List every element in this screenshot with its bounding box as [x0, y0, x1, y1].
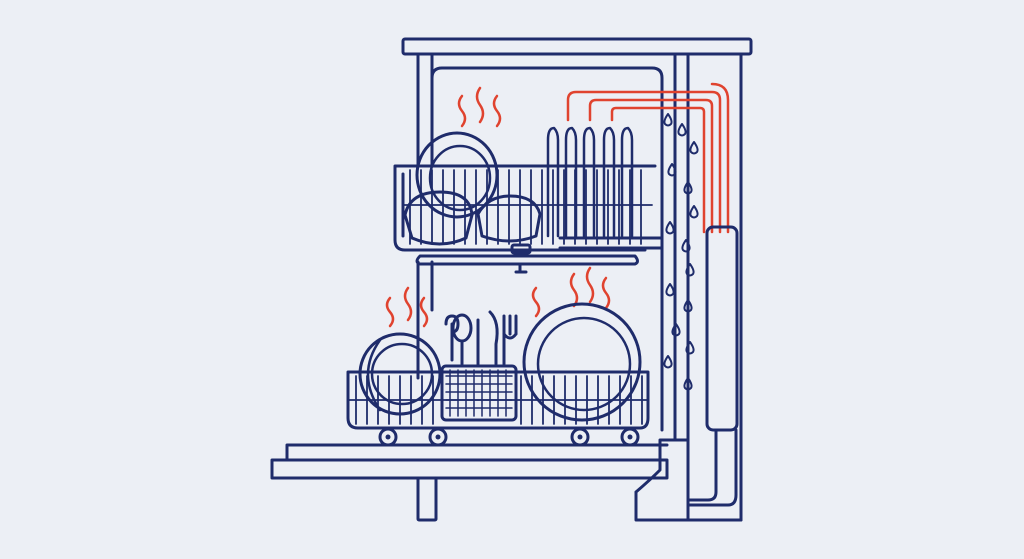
heater-element: [705, 225, 739, 432]
steam-wisp: [492, 94, 502, 128]
tub-arch: [430, 66, 664, 432]
water-droplet-icon: [689, 141, 699, 155]
wheel-hub: [577, 434, 583, 440]
water-droplet-icon: [681, 239, 691, 253]
rack-wheels: [378, 427, 640, 447]
water-droplet-icon: [677, 123, 687, 137]
steam-wisp: [585, 266, 595, 304]
water-droplet-icon: [667, 163, 677, 177]
water-droplet-icon: [683, 181, 693, 195]
steam-icon: [385, 266, 611, 328]
water-droplet-icon: [683, 377, 693, 391]
steam-wisp: [601, 276, 611, 310]
plate-icon: [620, 126, 634, 238]
water-droplet-icon: [665, 221, 675, 235]
door-hinge: [416, 476, 438, 522]
steam-wisp: [569, 272, 579, 308]
rack-rail: [558, 236, 664, 250]
lower-rack-icon: [346, 302, 650, 447]
spray-arm-icon: [415, 243, 639, 274]
cabinet-top: [401, 37, 753, 56]
water-droplet-icon: [685, 341, 695, 355]
plate-icon: [415, 131, 499, 219]
water-droplet-icon: [671, 323, 681, 337]
steam-wisp: [385, 296, 395, 328]
plate-icon: [546, 126, 560, 238]
heating-pipe-icon: [566, 82, 730, 234]
steam-wisp: [457, 94, 467, 128]
plate-icon: [564, 126, 578, 238]
water-droplets: [663, 113, 699, 391]
bowl-icon: [403, 190, 474, 246]
steam-wisp: [475, 86, 485, 124]
wheel-hub: [435, 434, 441, 440]
wheel-hub: [627, 434, 633, 440]
water-droplet-icon: [665, 283, 675, 297]
water-droplet-icon: [663, 355, 673, 369]
plate-icon: [522, 302, 642, 422]
bowl-icon: [476, 194, 542, 243]
water-droplet-icon: [663, 113, 673, 127]
water-droplet-icon: [683, 299, 693, 313]
plate-icon: [428, 144, 492, 212]
lower-rack-bars: [347, 375, 649, 425]
plate-icon: [370, 342, 434, 406]
dishwasher-cabinet: [401, 37, 753, 522]
steam-wisp: [419, 296, 429, 328]
upper-rack-bars: [402, 169, 653, 245]
plate-icon: [602, 126, 616, 238]
plate-icon: [582, 126, 596, 238]
dishwasher-door: [270, 443, 669, 522]
water-droplet-icon: [685, 263, 695, 277]
plate-rack-upper: [546, 126, 634, 238]
steam-icon: [457, 86, 502, 128]
steam-wisp: [403, 286, 413, 322]
plate-icon: [536, 316, 632, 412]
lower-rack-frame: [346, 370, 650, 430]
cutlery-basket-icon: [440, 310, 518, 422]
wheel-hub: [385, 434, 391, 440]
steam-wisp: [531, 286, 541, 318]
upper-rack-icon: [393, 126, 664, 252]
water-droplet-icon: [689, 205, 699, 219]
cabinet-right-wall: [673, 52, 743, 522]
cabinet-plinth: [634, 428, 743, 522]
